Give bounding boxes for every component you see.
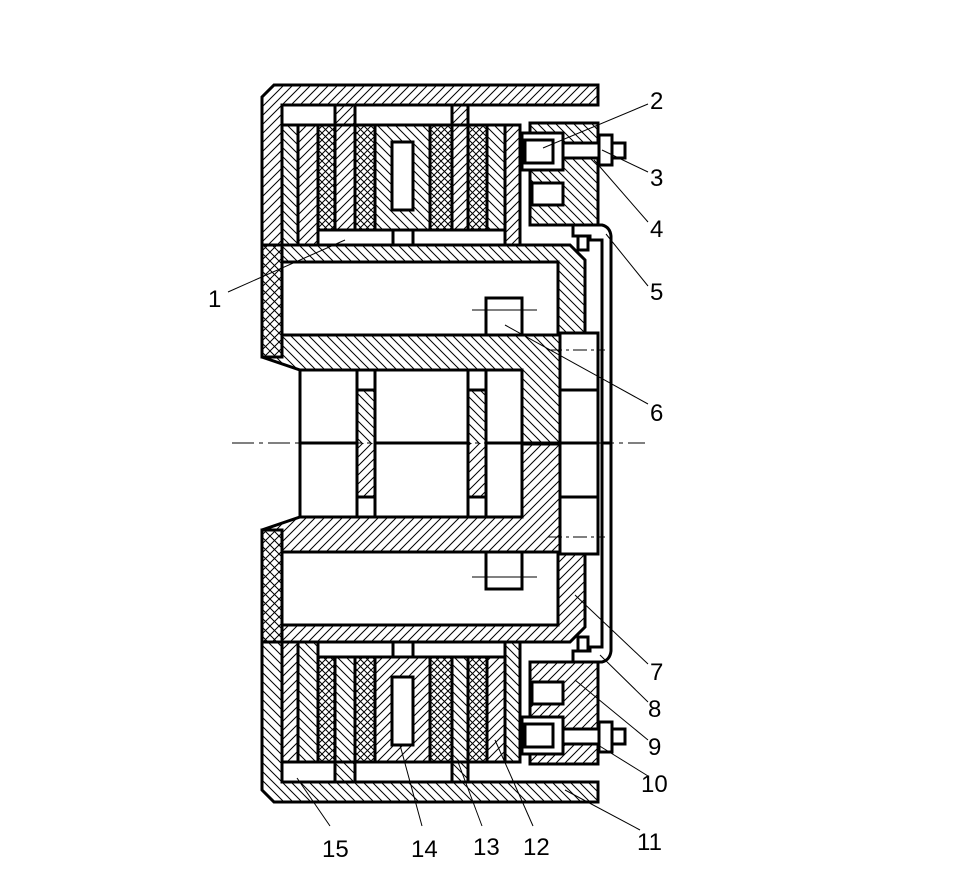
leader-lines [227,103,649,831]
label-4: 4 [650,216,663,243]
label-15: 15 [322,836,349,863]
label-8: 8 [648,696,661,723]
label-1: 1 [208,286,221,313]
label-3: 3 [650,165,663,192]
label-5: 5 [650,279,663,306]
label-14: 14 [411,836,438,863]
label-6: 6 [650,400,663,427]
label-2: 2 [650,88,663,115]
lower-half [260,441,627,804]
label-13: 13 [473,834,500,861]
label-12: 12 [523,834,550,861]
label-7: 7 [650,659,663,686]
upper-half [260,83,627,446]
label-9: 9 [648,734,661,761]
label-11: 11 [637,829,662,856]
label-10: 10 [641,771,668,798]
